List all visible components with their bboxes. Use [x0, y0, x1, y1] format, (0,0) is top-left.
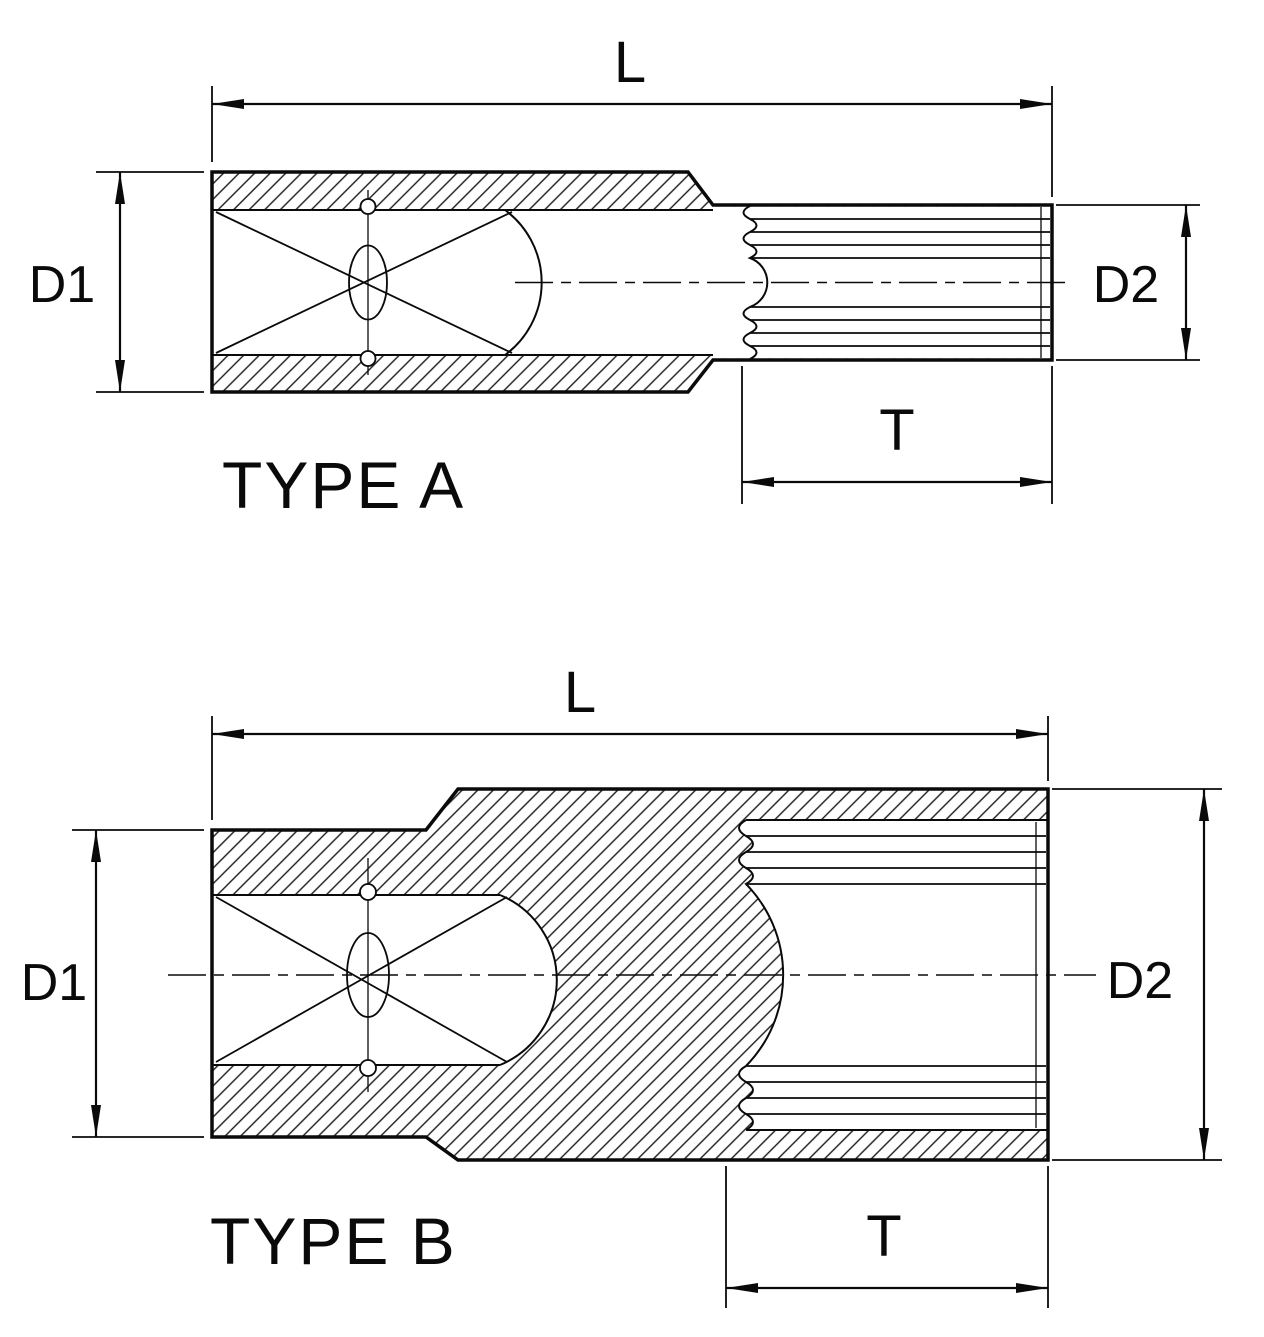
type-a-d2-label: D2 — [1093, 256, 1159, 314]
type-b-dimension-length: L — [211, 660, 1049, 820]
type-a-t-label: T — [879, 398, 914, 463]
type-a-length-label: L — [614, 30, 646, 95]
type-b-t-label: T — [866, 1204, 901, 1269]
type-a-d1-label: D1 — [29, 256, 95, 314]
type-b-pin-hole-bottom — [359, 1059, 377, 1077]
type-b-pin-hole-top — [359, 883, 377, 901]
type-a-title: TYPE A — [222, 448, 465, 522]
type-a-spline-runout-edge — [742, 205, 769, 360]
type-a-dimension-t: T — [741, 366, 1053, 504]
type-a-pin-hole-top — [359, 198, 377, 215]
type-b-d2-label: D2 — [1107, 952, 1173, 1010]
type-b-title: TYPE B — [210, 1204, 457, 1278]
type-a-square-bore-interior — [213, 210, 713, 355]
type-a-view: L D1 D2 T TYPE A — [29, 30, 1200, 522]
type-b-d1-label: D1 — [21, 954, 87, 1012]
type-a-dimension-d1: D1 — [29, 171, 204, 393]
type-a-spline-ridges — [750, 218, 1050, 347]
type-b-cavity-cross-line-2 — [215, 896, 508, 1063]
type-b-outer-profile — [210, 787, 1050, 1162]
type-a-cavity-cross-line-2 — [215, 211, 513, 354]
type-b-view: L D1 D2 T TYPE B — [21, 660, 1222, 1308]
type-b-spline-runout-edge — [738, 819, 785, 1131]
type-b-cavity-end-arc — [499, 894, 558, 1066]
type-b-length-label: L — [564, 660, 596, 725]
type-a-outer-profile — [210, 170, 1054, 394]
type-b-dimension-d2: D2 — [1052, 788, 1222, 1161]
type-a-pin-hole-bottom — [359, 350, 377, 367]
type-a-dimension-length: L — [211, 30, 1053, 197]
type-a-dimension-d2: D2 — [1056, 204, 1200, 361]
type-b-dimension-t: T — [725, 1166, 1049, 1308]
type-b-spline-ridges — [746, 835, 1046, 1115]
type-b-square-cavity-interior — [213, 895, 557, 1065]
type-b-dimension-d1: D1 — [21, 829, 204, 1138]
